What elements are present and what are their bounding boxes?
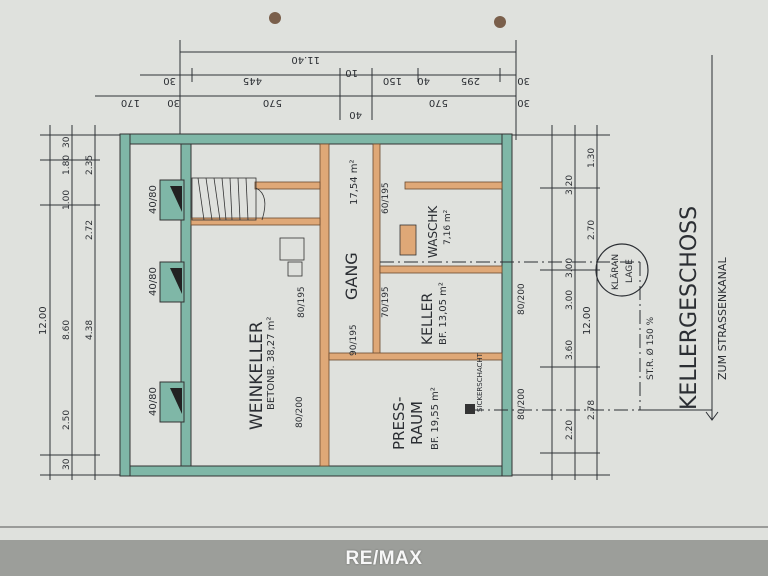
room-keller-name: KELLER — [420, 293, 436, 345]
cesspit-label-2: LAGE — [625, 259, 635, 283]
room-pressraum-floor: BF. 19,55 m² — [430, 387, 441, 450]
door-label-2: 80/200 — [517, 388, 527, 420]
punch-hole-left — [269, 12, 281, 24]
dim-top-overall: 11.40 — [291, 54, 320, 65]
dim-left-3: 8.60 — [62, 320, 72, 340]
dim-right-5: 3.20 — [565, 175, 575, 195]
dim-top-r2-5: 570 — [429, 97, 448, 108]
outer-walls — [119, 133, 513, 477]
dim-top-r2-1: 170 — [121, 97, 140, 108]
street-note: ZUM STRASSENKANAL — [716, 257, 729, 380]
dim-top-r2-2: 30 — [167, 97, 180, 108]
door-label-6: 70/195 — [381, 286, 391, 318]
dim-left-1: 30 — [62, 458, 72, 470]
dim-right-overall: 12.00 — [582, 306, 593, 335]
room-pressraum-name: PRESS- — [390, 397, 408, 450]
window-symbols — [170, 186, 182, 414]
dim-right-4: 3.00 — [565, 258, 575, 278]
dim-left-2: 2.50 — [62, 410, 72, 430]
cesspit-label-1: KLÄRAN — [610, 254, 621, 290]
door-label-4: 80/195 — [297, 286, 307, 318]
door-label-7: 60/195 — [381, 182, 391, 214]
interior-walls — [190, 143, 503, 467]
door-label-1: 80/200 — [295, 396, 305, 428]
dim-top-3: 10 — [345, 67, 358, 78]
room-gang-name: GANG — [342, 252, 361, 300]
dimension-lines-right — [510, 125, 610, 480]
room-pressraum-name2: RAUM — [408, 401, 426, 445]
window-label-1: 40/80 — [148, 185, 159, 214]
dim-right-8: 1.30 — [587, 148, 597, 168]
dim-top-r2-6: 30 — [517, 97, 530, 108]
dim-left-9: 1.80 — [62, 155, 72, 175]
window-label-3: 40/80 — [148, 387, 159, 416]
dim-top-r2-3: 570 — [263, 97, 282, 108]
remax-logo: RE/MAX — [345, 548, 423, 569]
dim-top-7: 30 — [517, 75, 530, 86]
fixtures — [279, 224, 417, 277]
punch-hole-right — [494, 16, 506, 28]
dim-left-5: 4.38 — [85, 320, 95, 340]
dim-top-1: 30 — [163, 75, 176, 86]
room-gang-area: 17,54 m² — [349, 159, 360, 205]
dimension-lines-left — [40, 125, 120, 480]
dim-right-2: 3.60 — [565, 340, 575, 360]
dim-right-6: 2.78 — [587, 400, 597, 420]
sheet-title: KELLERGESCHOSS — [677, 206, 702, 410]
pipe-note: ST.R. Ø 150 % — [645, 316, 656, 380]
manhole-left — [465, 404, 475, 414]
paper-shadow — [0, 540, 768, 576]
door-label-3: 80/200 — [517, 283, 527, 315]
dim-left-7: 2.35 — [85, 155, 95, 175]
drain-label: SICKERSCHACHT — [476, 352, 484, 412]
dim-left-4: 30 — [62, 136, 72, 148]
dim-right-3: 3.00 — [565, 290, 575, 310]
dim-left-6: 2.72 — [85, 220, 95, 240]
room-keller-floor: BF. 13,05 m² — [438, 282, 449, 345]
dim-top-4: 150 — [383, 75, 402, 86]
cesspit-circle — [595, 243, 649, 297]
window-label-2: 40/80 — [148, 267, 159, 296]
staircase — [191, 177, 266, 221]
room-weinkeller-floor: BETONB. 38,27 m² — [266, 317, 277, 410]
dim-left-8: 1.00 — [62, 190, 72, 210]
dim-right-7: 2.70 — [587, 220, 597, 240]
dim-right-1: 2.20 — [565, 420, 575, 440]
dim-top-6: 295 — [461, 75, 480, 86]
room-weinkeller-name: WEINKELLER — [247, 321, 267, 430]
room-waschk-area: 7,16 m² — [443, 209, 453, 245]
dim-top-r2-4: 40 — [349, 109, 362, 120]
dimension-lines-top — [95, 40, 517, 140]
window-niches — [159, 179, 185, 423]
dim-left-overall: 12.00 — [38, 306, 49, 335]
room-waschk-name: WASCHK — [426, 205, 440, 258]
dim-top-2: 445 — [243, 75, 262, 86]
door-label-5: 90/195 — [349, 324, 359, 356]
dim-top-5: 40 — [417, 75, 430, 86]
